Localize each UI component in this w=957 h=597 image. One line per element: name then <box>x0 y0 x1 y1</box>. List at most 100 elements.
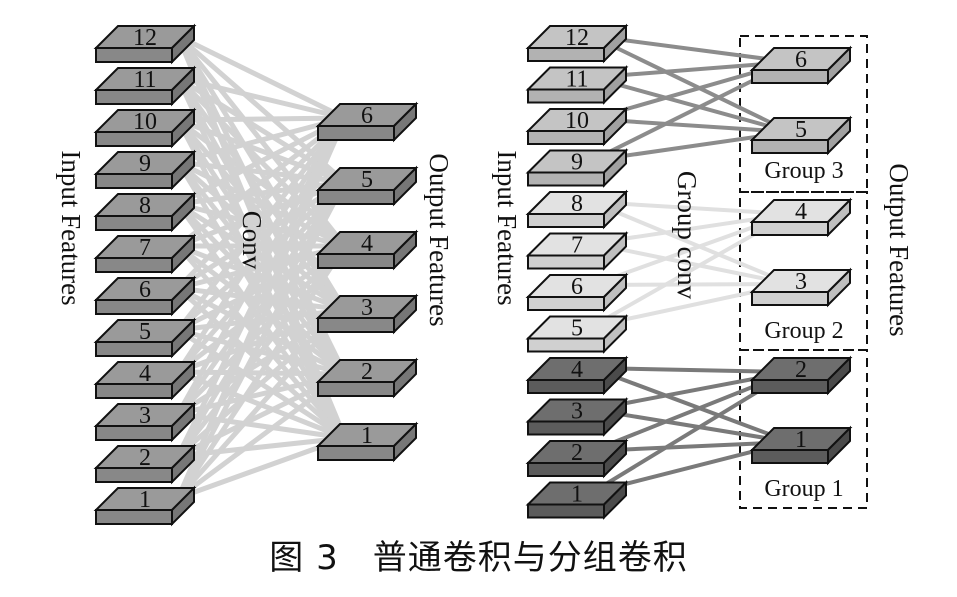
input-feature-12: 12 <box>93 23 197 65</box>
slab-label: 9 <box>139 151 151 177</box>
input-feature-11: 11 <box>93 65 197 107</box>
conn-in2-out1 <box>177 435 346 459</box>
group-output-feature-5: 5 <box>749 115 853 156</box>
slab-front-face <box>527 337 605 353</box>
left-output-features-label: Output Features <box>424 153 454 326</box>
group-conn-in12-out5 <box>591 34 791 134</box>
slab-side-face <box>603 65 627 105</box>
conn-in9-out2 <box>176 160 347 376</box>
slab-side-face <box>827 197 851 238</box>
slab-side-face <box>171 107 195 149</box>
slab-label: 3 <box>139 403 151 429</box>
slab-front-face <box>95 467 173 483</box>
group-input-feature-2: 2 <box>525 438 629 479</box>
slab-side-face <box>603 231 627 271</box>
slab-label: 3 <box>361 295 373 321</box>
slab-side-face <box>171 149 195 191</box>
figure-number: 图 3 <box>269 538 339 578</box>
group-input-feature-8: 8 <box>525 189 629 230</box>
group-output-feature-2: 2 <box>749 355 853 396</box>
conn-in7-out1 <box>176 244 347 440</box>
conn-in11-out1 <box>175 76 348 440</box>
slab-label: 1 <box>361 423 373 449</box>
slab-label: 1 <box>139 487 151 513</box>
slab-side-face <box>603 23 627 64</box>
conn-in3-out1 <box>177 411 346 441</box>
slab-side-face <box>171 233 195 275</box>
slab-label: 2 <box>795 357 807 383</box>
slab-side-face <box>393 165 417 207</box>
input-feature-8: 8 <box>93 191 197 233</box>
group-conn-in3-out1 <box>591 407 791 444</box>
conn-in12-out5 <box>176 34 347 184</box>
input-feature-6: 6 <box>93 275 197 317</box>
slab-side-face <box>603 106 627 147</box>
slab-front-face <box>751 221 829 236</box>
slab-label: 6 <box>571 274 583 300</box>
slab-side-face <box>171 23 195 65</box>
slab-label: 1 <box>795 427 807 453</box>
slab-side-face <box>827 45 851 86</box>
group-input-feature-1: 1 <box>525 480 629 520</box>
slab-label: 4 <box>139 361 151 387</box>
slab-side-face <box>393 101 417 143</box>
slab-side-face <box>393 421 417 463</box>
slab-label: 6 <box>795 47 807 73</box>
slab-front-face <box>751 139 829 154</box>
group-conn-in4-out1 <box>591 366 791 444</box>
slab-front-face <box>527 420 605 436</box>
slab-front-face <box>95 215 173 231</box>
group-conn-in8-out3 <box>591 200 791 286</box>
slab-side-face <box>171 401 195 443</box>
group-output-feature-4: 4 <box>749 197 853 238</box>
slab-front-face <box>317 381 395 397</box>
slab-side-face <box>171 359 195 401</box>
conn-in11-out3 <box>175 76 348 312</box>
group-conv-label: Group conv <box>672 171 702 300</box>
group-3-box <box>739 35 868 193</box>
slab-front-face <box>751 449 829 464</box>
slab-label: 5 <box>795 117 807 143</box>
conn-in6-out1 <box>176 286 347 440</box>
slab-front-face <box>95 299 173 315</box>
slab-front-face <box>527 462 605 477</box>
slab-side-face <box>603 148 627 188</box>
slab-side-face <box>827 355 851 396</box>
input-feature-2: 2 <box>93 443 197 485</box>
slab-side-face <box>827 267 851 308</box>
slab-front-face <box>95 509 173 525</box>
conn-in5-out1 <box>176 327 347 441</box>
output-feature-6: 6 <box>315 101 419 143</box>
conn-in4-out1 <box>177 369 346 441</box>
slab-label: 9 <box>571 150 583 176</box>
group-3-label: Group 3 <box>764 158 843 184</box>
conn-in6-out2 <box>176 285 347 377</box>
group-input-feature-12: 12 <box>525 23 629 64</box>
slab-side-face <box>603 397 627 437</box>
conn-in8-out1 <box>175 202 348 440</box>
slab-front-face <box>317 125 395 141</box>
slab-label: 12 <box>133 25 157 51</box>
input-feature-4: 4 <box>93 359 197 401</box>
slab-front-face <box>527 296 605 311</box>
conn-in12-out6 <box>176 33 347 121</box>
slab-side-face <box>603 438 627 479</box>
slab-label: 2 <box>361 359 373 385</box>
slab-front-face <box>527 503 605 519</box>
output-feature-5: 5 <box>315 165 419 207</box>
slab-label: 2 <box>139 445 151 471</box>
output-feature-2: 2 <box>315 357 419 399</box>
slab-label: 2 <box>571 440 583 466</box>
slab-label: 12 <box>565 25 589 51</box>
slab-side-face <box>171 317 195 359</box>
slab-front-face <box>751 379 829 394</box>
slab-label: 8 <box>139 193 151 219</box>
slab-label: 6 <box>139 277 151 303</box>
slab-label: 4 <box>361 231 373 257</box>
input-feature-5: 5 <box>93 317 197 359</box>
slab-label: 7 <box>571 233 583 259</box>
slab-front-face <box>95 173 173 189</box>
group-2-label: Group 2 <box>764 318 843 344</box>
slab-side-face <box>393 229 417 271</box>
